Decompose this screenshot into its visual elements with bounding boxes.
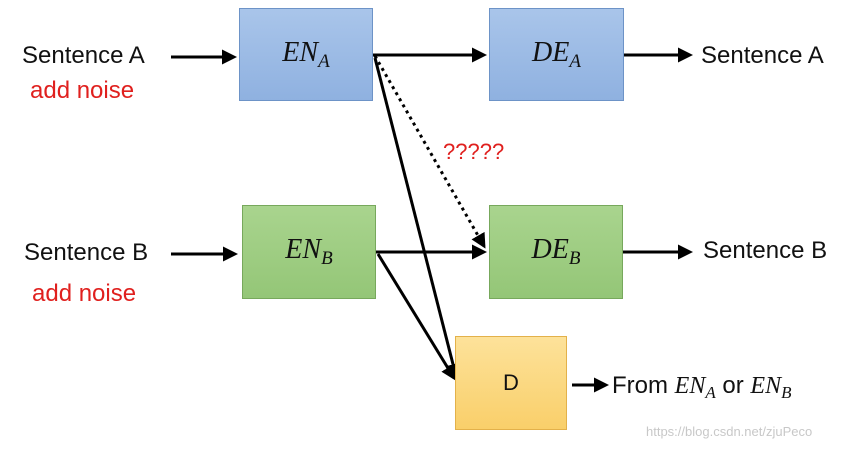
decoder-b-box: DEB	[489, 205, 623, 299]
add-noise-b-label: add noise	[32, 280, 137, 307]
arrow-en-a-to-d	[373, 57, 461, 379]
sentence-a-output-label: Sentence A	[701, 42, 824, 69]
add-noise-a-label: add noise	[30, 77, 135, 104]
arrow-en-b-to-d	[376, 253, 456, 381]
question-marks-label: ?????	[443, 139, 505, 164]
arrow-en-a-to-de-b-dotted	[373, 55, 486, 249]
sentence-a-input-label: Sentence A	[22, 42, 145, 69]
discriminator-label: D	[503, 370, 519, 395]
sentence-b-output-label: Sentence B	[703, 237, 828, 264]
discriminator-box: D	[455, 336, 567, 430]
decoder-b-label: DEB	[531, 234, 581, 269]
sentence-b-input-label: Sentence B	[24, 239, 149, 266]
decoder-a-box: DEA	[489, 8, 624, 101]
encoder-b-label: ENB	[285, 234, 333, 269]
watermark: https://blog.csdn.net/zjuPeco	[646, 424, 813, 439]
encoder-a-box: ENA	[239, 8, 373, 101]
decoder-a-label: DEA	[532, 36, 581, 72]
encoder-a-label: ENA	[282, 36, 330, 72]
discriminator-output-label: From ENA or ENB	[612, 372, 792, 402]
encoder-b-box: ENB	[242, 205, 376, 299]
